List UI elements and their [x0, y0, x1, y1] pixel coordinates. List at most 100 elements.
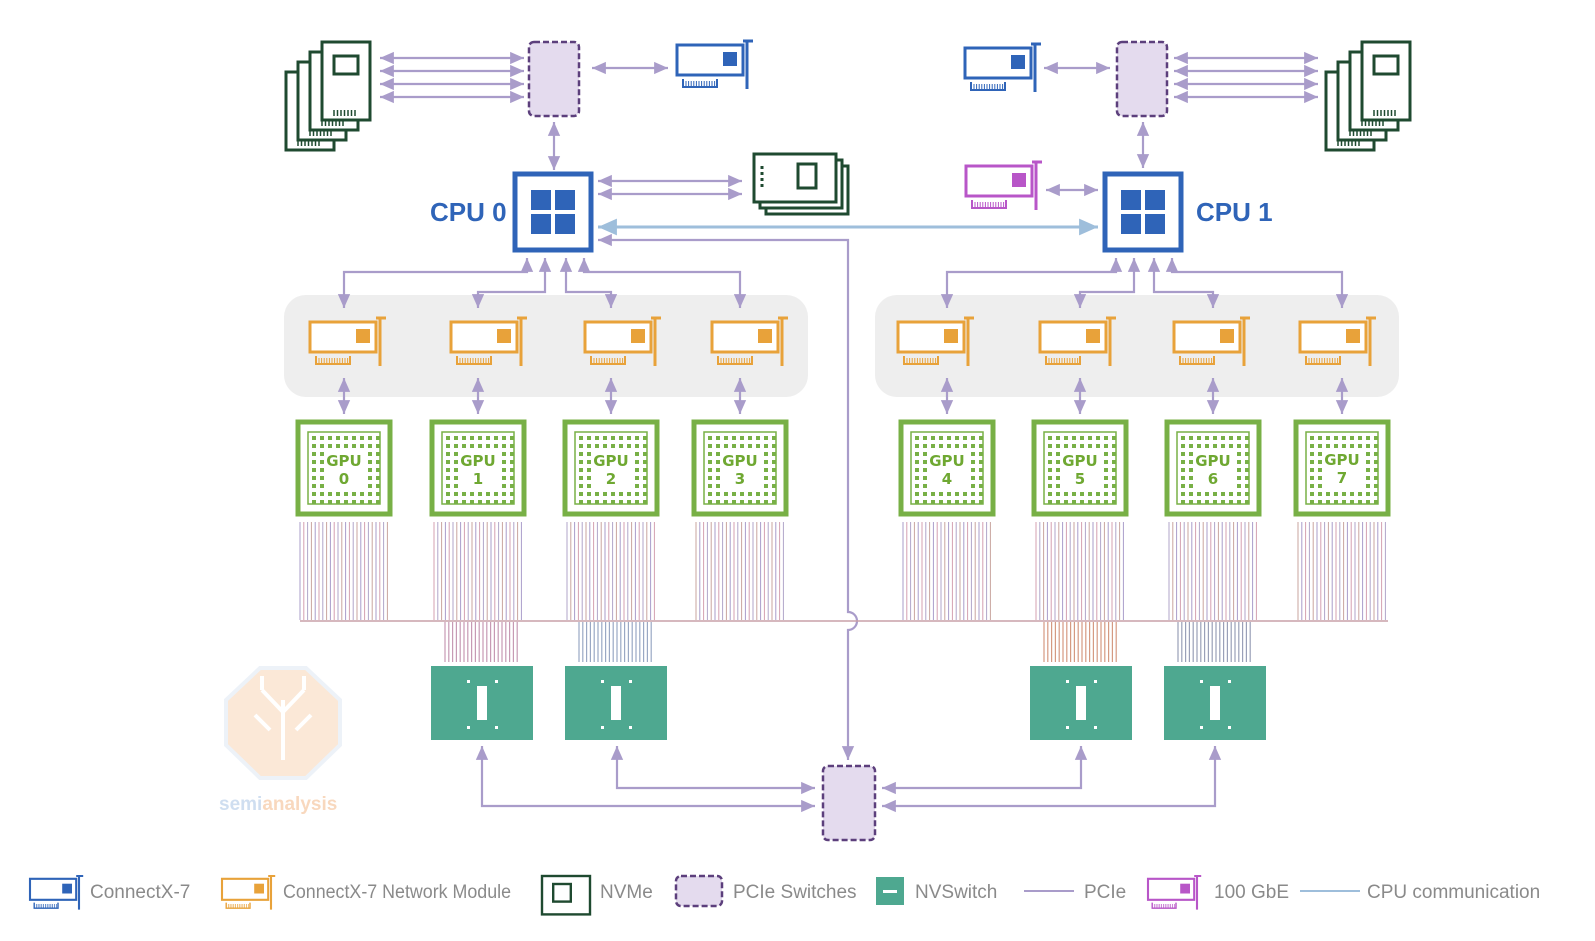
- gpu-pad: [1112, 476, 1116, 480]
- gpu-pad: [971, 476, 975, 480]
- connectx-7-network-module-2: [583, 316, 661, 366]
- gpu-pad: [446, 476, 450, 480]
- gpu-pad: [716, 444, 720, 448]
- gpu-pad: [971, 492, 975, 496]
- gpu-pad: [1064, 436, 1068, 440]
- gpu-pad: [643, 468, 647, 472]
- gpu-pad: [1080, 436, 1084, 440]
- legend-label-connectx-7-network-module: ConnectX-7 Network Module: [283, 882, 511, 903]
- gpu-pad: [368, 460, 372, 464]
- gpu-pad: [360, 444, 364, 448]
- gpu-pad: [716, 468, 720, 472]
- card-chip: [631, 329, 645, 343]
- gpu-pad: [1366, 500, 1370, 504]
- gpu-pad: [708, 460, 712, 464]
- gpu-pad: [1096, 500, 1100, 504]
- gpu-pad: [708, 444, 712, 448]
- card-bracket: [1106, 316, 1116, 366]
- gpu-pad: [368, 468, 372, 472]
- gpu-pad: [462, 444, 466, 448]
- gpu-pad: [587, 460, 591, 464]
- gpu-pad: [1112, 468, 1116, 472]
- card-bracket: [1031, 42, 1041, 92]
- gpu-pad: [603, 500, 607, 504]
- card-connector: [456, 356, 492, 365]
- gpu-pad: [619, 500, 623, 504]
- gpu-pad: [1318, 492, 1322, 496]
- gpu-pad: [1310, 436, 1314, 440]
- gpu-pad: [1326, 444, 1330, 448]
- gpu-pad: [1310, 452, 1314, 456]
- gpu-pad: [979, 468, 983, 472]
- gpu-pad: [1096, 444, 1100, 448]
- gpu-pad: [756, 444, 760, 448]
- gpu-pad: [611, 436, 615, 440]
- gpu-pad: [1366, 460, 1370, 464]
- gpu-pad: [502, 460, 506, 464]
- gpu-pad: [1056, 484, 1060, 488]
- gpu-pad: [740, 436, 744, 440]
- connection-lines: [337, 51, 1349, 813]
- gpu-pad: [915, 468, 919, 472]
- gpu-pad: [971, 468, 975, 472]
- gpu-pad: [1112, 460, 1116, 464]
- gpu-pad: [462, 500, 466, 504]
- gpu-pad: [979, 436, 983, 440]
- gpu-pad: [336, 492, 340, 496]
- connectx-7-icon: [28, 874, 84, 910]
- connectx-7-network-module-icon: [220, 874, 276, 910]
- gpu-pad: [454, 460, 458, 464]
- gpu-pad: [963, 444, 967, 448]
- watermark-part1: semi: [219, 794, 262, 815]
- gpu-pad: [772, 444, 776, 448]
- gpu-pad: [320, 452, 324, 456]
- legend-label-pcie: PCIe: [1084, 882, 1126, 903]
- gpu-pad: [1245, 468, 1249, 472]
- nvswitch-bar: [1210, 686, 1220, 720]
- nvswitch-dot: [1228, 726, 1231, 729]
- gpu-pad: [643, 476, 647, 480]
- gpu-pad: [708, 468, 712, 472]
- gpu-pad: [923, 468, 927, 472]
- gpu-pad: [740, 444, 744, 448]
- card-chip: [1220, 329, 1234, 343]
- gpu-pad: [1310, 460, 1314, 464]
- gpu-pad: [1056, 500, 1060, 504]
- gpu-pad: [1104, 460, 1108, 464]
- gpu-pad: [1310, 476, 1314, 480]
- nvswitch-dot: [1066, 726, 1069, 729]
- nvme-drive: [320, 40, 372, 122]
- gpu-pad: [708, 500, 712, 504]
- gpu-pad: [454, 444, 458, 448]
- card-chip: [1011, 55, 1025, 69]
- nvme-drive-label: [1372, 54, 1400, 76]
- gpu-pad: [923, 452, 927, 456]
- gpu-pad: [756, 492, 760, 496]
- gpu-pad: [502, 476, 506, 480]
- gpu-pad: [478, 500, 482, 504]
- gpu-pad: [510, 460, 514, 464]
- gpu-pad: [708, 436, 712, 440]
- gpu-pad: [368, 452, 372, 456]
- gpu-pad: [1245, 436, 1249, 440]
- gpu-pad: [1104, 468, 1108, 472]
- gpu-pad: [454, 500, 458, 504]
- gpu-pad: [312, 484, 316, 488]
- gpu-pad: [1112, 484, 1116, 488]
- pcie-switch-icon: [674, 874, 724, 908]
- gpu-pad: [643, 460, 647, 464]
- gpu-pad: [643, 492, 647, 496]
- gpu-pad: [732, 436, 736, 440]
- card-chip: [62, 883, 72, 894]
- gpu-pad: [587, 476, 591, 480]
- gpu1: [429, 419, 527, 517]
- gpu-pad: [1197, 436, 1201, 440]
- gpu-pad: [1048, 444, 1052, 448]
- 100gbe-icon: [1146, 874, 1202, 910]
- gpu-pad: [979, 492, 983, 496]
- pcie-link: [882, 746, 1222, 813]
- gpu-pad: [1350, 436, 1354, 440]
- gpu-pad: [1189, 492, 1193, 496]
- gpu-pad: [312, 476, 316, 480]
- gpu5-label-line1: GPU: [1062, 452, 1098, 470]
